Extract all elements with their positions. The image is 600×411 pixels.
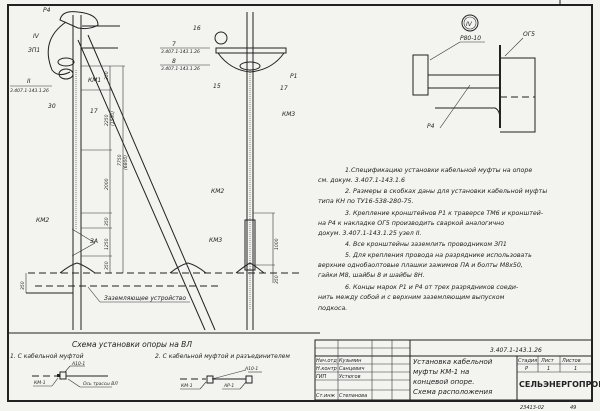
sheet-title: муфты КМ-1 на xyxy=(413,368,469,376)
stage-value: Р xyxy=(525,366,528,372)
archive-number: 23413-02 xyxy=(520,405,544,411)
sign-role: Ст.инж xyxy=(316,393,336,399)
note-line: 4. Все кронштейны заземлить проводником … xyxy=(345,241,507,248)
dim-text: 2000 xyxy=(104,178,110,190)
label-p4: Р4 xyxy=(43,7,51,14)
dim-text: 1000 xyxy=(274,238,280,250)
label-p4-detail: Р4 xyxy=(427,123,435,130)
label-7: 7 xyxy=(172,41,176,48)
note-line: верхние однобаолтовые плашки зажимов ПА … xyxy=(318,261,523,269)
dim-text: (6800) xyxy=(123,155,129,170)
label-grounding: Заземляющее устройство xyxy=(104,295,186,302)
drawing-code: 3.407.1-143.1.26 xyxy=(490,347,542,354)
installation-scheme: Схема установки опоры на ВЛ 1. С кабельн… xyxy=(10,340,290,390)
note-line: докум. 3.407.1-143.1.25 узел II. xyxy=(317,230,422,237)
note-line: см. докум. 3.407.1-143.1.6 xyxy=(318,177,405,184)
left-pole-labels: Р4 IV ЗП1 II 3.407.1-143.1.26 30 КМ1 17 … xyxy=(10,7,186,302)
scheme-axis: Ось трассы ВЛ xyxy=(83,381,118,387)
sheet-title: концевой опоре. xyxy=(413,378,474,386)
label-17: 17 xyxy=(90,108,98,115)
sheets-label: Листов xyxy=(561,358,581,364)
dim-text: 350 xyxy=(104,261,110,270)
organization: СЕЛЬЭНЕРГОПРОЕКТ xyxy=(519,380,600,389)
note-line: 6. Концы марок Р1 и Р4 от трех разрядник… xyxy=(345,284,519,291)
sign-name: Кузьмин xyxy=(339,358,362,364)
label-8-ref: 3.407.1-143.1.26 xyxy=(161,66,200,72)
scheme-ar1: АР-1 xyxy=(223,383,234,389)
label-za: ЗА xyxy=(90,238,98,245)
label-7-ref: 3.407.1-143.1.26 xyxy=(161,49,200,55)
label-p80: Р80-10 xyxy=(460,35,481,42)
sign-role: ГИП xyxy=(316,374,327,380)
note-line: нить между собой и с верхним заземляющим… xyxy=(318,293,505,301)
scheme-title: Схема установки опоры на ВЛ xyxy=(72,340,192,349)
label-15: 15 xyxy=(213,83,221,90)
note-line: 5. Для крепления провода на разряднике и… xyxy=(345,252,532,259)
dim-text: 350 xyxy=(104,71,110,80)
label-km2-left: КМ2 xyxy=(36,217,49,224)
note-line: подкоса. xyxy=(318,305,347,312)
label-17-center: 17 xyxy=(280,85,288,92)
detail-marker: IV xyxy=(466,21,473,28)
label-16: 16 xyxy=(193,25,201,32)
dim-text: 350 xyxy=(20,281,26,290)
note-line: типа КН по ТУ16-538-280-75. xyxy=(318,198,413,205)
label-30: 30 xyxy=(48,103,56,110)
scheme-case-2: 2. С кабельной муфтой и разъединителем xyxy=(155,353,290,360)
note-line: гайки М8, шайбы 8 и шайбы 8Н. xyxy=(318,271,425,279)
label-km3-top: КМ3 xyxy=(282,111,295,118)
sign-name: Степанова xyxy=(339,393,367,399)
sheet-title: Установка кабельной xyxy=(413,358,493,366)
label-og5: ОГ5 xyxy=(523,31,535,38)
dim-text: 2250 xyxy=(104,114,110,126)
sheet-value: 1 xyxy=(547,366,550,372)
scheme-case-1: 1. С кабельной муфтой xyxy=(10,353,84,360)
label-zp1: ЗП1 xyxy=(28,47,40,54)
sign-role: Нач.отд xyxy=(316,358,337,364)
sign-role: Н.контр xyxy=(316,366,337,372)
center-pole-view xyxy=(214,12,287,330)
dim-text: (1550) xyxy=(110,111,116,126)
dim-text: 350 xyxy=(274,275,280,284)
sign-name: Устюгов xyxy=(339,374,361,380)
sheet-title: Схема расположения xyxy=(413,388,492,396)
sheet-label: Лист xyxy=(540,358,555,364)
sheets-value: 1 xyxy=(574,366,577,372)
label-p1: Р1 xyxy=(290,73,297,80)
scheme-a10-1b: А10-1 xyxy=(244,366,258,372)
general-notes: 1.Спецификацию установки кабельной муфты… xyxy=(317,166,547,312)
note-line: на Р4 к накладке ОГ5 производить сваркой… xyxy=(318,220,504,227)
dim-text: 1250 xyxy=(104,238,110,250)
note-line: 1.Спецификацию установки кабельной муфты… xyxy=(345,166,532,174)
scheme-km1-a: КМ-1 xyxy=(34,380,46,386)
left-pole-view xyxy=(25,11,300,331)
dimension-texts: 350 2250 (1550) 7750 (6800) 2000 350 125… xyxy=(20,71,129,290)
page-number: 49 xyxy=(570,405,576,411)
label-km2-center: КМ2 xyxy=(211,188,224,195)
label-km3: КМ3 xyxy=(209,237,222,244)
scheme-a10-1: А10-1 xyxy=(71,361,85,367)
label-8: 8 xyxy=(172,58,176,65)
detail-iv: IV Р80-10 ОГ5 Р4 xyxy=(412,14,536,133)
scheme-km1-b: КМ-1 xyxy=(181,383,193,389)
note-line: 2. Размеры в скобках даны для установки … xyxy=(345,187,547,195)
label-iv: IV xyxy=(33,33,40,40)
label-ii-ref: 3.407.1-143.1.26 xyxy=(10,88,49,94)
center-pole-labels: 16 7 3.407.1-143.1.26 8 3.407.1-143.1.26… xyxy=(160,25,297,284)
dim-text: 350 xyxy=(104,217,110,226)
sheet-frame xyxy=(7,0,593,402)
label-ii: II xyxy=(27,78,31,85)
note-line: 3. Крепление кронштейнов Р1 к траверсе Т… xyxy=(345,210,544,217)
dim-text: 7750 xyxy=(117,154,123,166)
stage-label: Стадия xyxy=(518,358,537,364)
label-km1: КМ1 xyxy=(88,77,101,84)
sign-name: Санцевич xyxy=(339,366,365,372)
title-block: 3.407.1-143.1.26 Нач.отд Кузьмин Н.контр… xyxy=(314,339,600,411)
